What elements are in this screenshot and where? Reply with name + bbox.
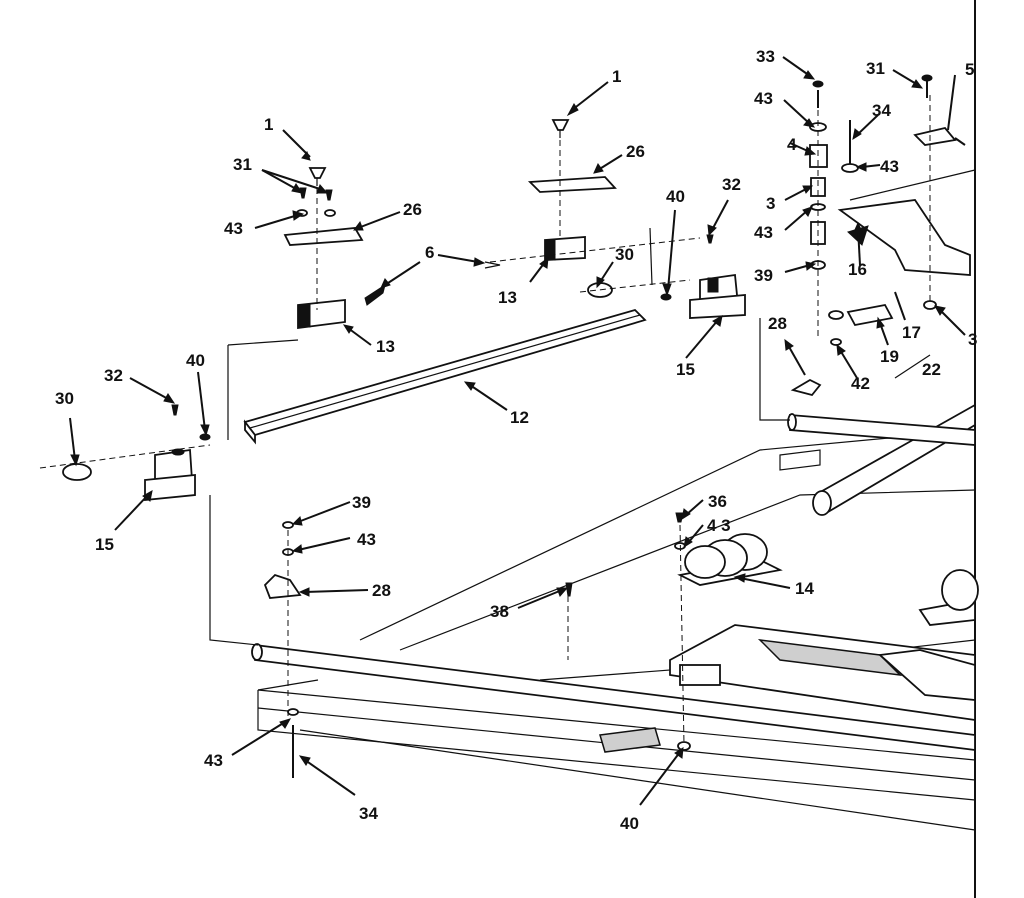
part-14-roller — [677, 533, 783, 586]
label-15a: 15 — [95, 535, 114, 554]
label-4: 4 — [787, 135, 797, 154]
lower-rod — [251, 643, 976, 752]
label-36: 36 — [708, 492, 727, 511]
label-14: 14 — [795, 579, 814, 598]
label-1b: 1 — [612, 67, 621, 86]
label-12: 12 — [510, 408, 529, 427]
label-6: 6 — [425, 243, 434, 262]
part-26-left-plate — [283, 227, 364, 246]
part-13-left-block — [297, 298, 346, 330]
label-28b: 28 — [768, 314, 787, 333]
label-13b: 13 — [498, 288, 517, 307]
label-22: 22 — [922, 360, 941, 379]
label-1a: 1 — [264, 115, 273, 134]
motor-plate — [669, 624, 976, 722]
label-26b: 26 — [626, 142, 645, 161]
part-28-clips — [263, 378, 822, 599]
label-17: 17 — [902, 323, 921, 342]
label-43d: 43 — [754, 223, 773, 242]
label-39b: 39 — [754, 266, 773, 285]
part-14b-roller — [918, 569, 979, 626]
left-fastener-stack — [171, 187, 714, 778]
label-43g: 43 — [204, 751, 223, 770]
label-30a: 30 — [55, 389, 74, 408]
label-34b: 34 — [359, 804, 378, 823]
label-3b: 3 — [968, 330, 977, 349]
label-3: 3 — [766, 194, 775, 213]
label-43f: 4 3 — [707, 516, 731, 535]
cross-rod — [787, 413, 976, 446]
label-32b: 32 — [722, 175, 741, 194]
part-15-left-block — [144, 448, 196, 501]
label-43a: 43 — [224, 219, 243, 238]
label-5: 5 — [965, 60, 974, 79]
label-31a: 31 — [233, 155, 252, 174]
label-43e: 43 — [357, 530, 376, 549]
part-1-knobs — [308, 119, 570, 186]
label-42: 42 — [851, 374, 870, 393]
part-15-right-block — [689, 273, 746, 319]
part-26-right-plate — [527, 176, 617, 193]
label-28a: 28 — [372, 581, 391, 600]
label-33: 33 — [756, 47, 775, 66]
label-40a: 40 — [186, 351, 205, 370]
part-12-rail — [243, 308, 647, 445]
part-13-right-block — [544, 236, 586, 261]
right-fastener-stack — [809, 74, 937, 346]
label-40c: 40 — [620, 814, 639, 833]
label-30b: 30 — [615, 245, 634, 264]
label-31b: 31 — [866, 59, 885, 78]
label-43b: 43 — [754, 89, 773, 108]
base-frame — [257, 429, 976, 831]
alignment-lines — [39, 95, 931, 746]
label-26a: 26 — [403, 200, 422, 219]
label-38: 38 — [490, 602, 509, 621]
part-16-bracket — [837, 126, 976, 276]
leader-arrows — [69, 56, 966, 806]
small-clips — [62, 261, 613, 481]
part-labels: 1 1 3 4 5 6 12 13 13 14 15 15 16 17 19 2… — [55, 47, 977, 833]
label-16: 16 — [848, 260, 867, 279]
label-19: 19 — [880, 347, 899, 366]
label-13a: 13 — [376, 337, 395, 356]
label-43c: 43 — [880, 157, 899, 176]
label-32a: 32 — [104, 366, 123, 385]
label-34a: 34 — [872, 101, 891, 120]
label-40b: 40 — [666, 187, 685, 206]
label-15b: 15 — [676, 360, 695, 379]
label-39a: 39 — [352, 493, 371, 512]
